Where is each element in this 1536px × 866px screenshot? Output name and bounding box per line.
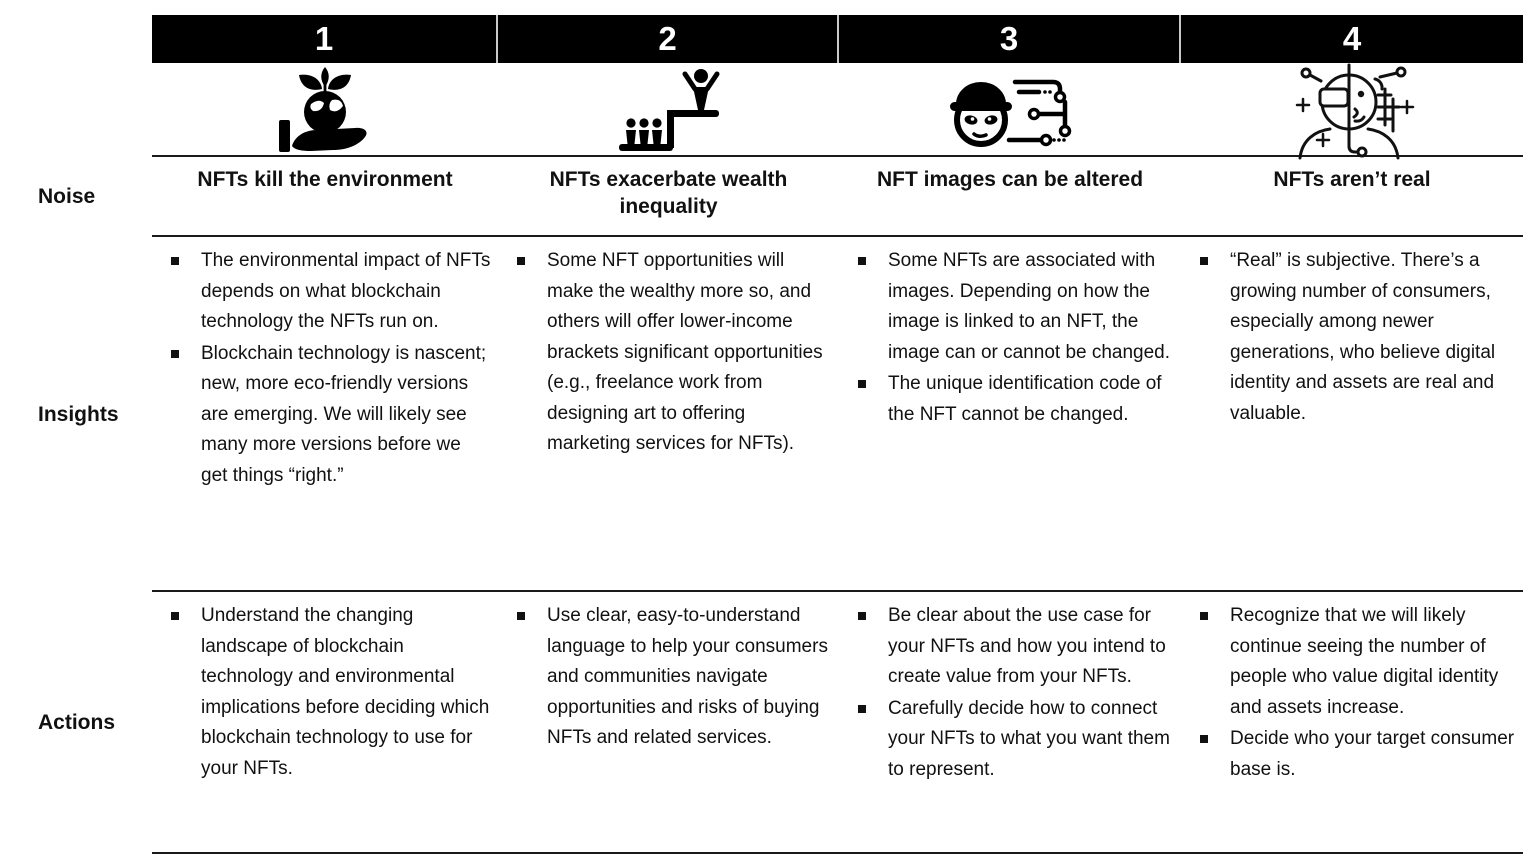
bullet-item: Some NFT opportunities will make the wea… bbox=[514, 246, 833, 460]
insights-list: Some NFTs are associated with images. De… bbox=[839, 237, 1181, 430]
row-label-actions: Actions bbox=[38, 711, 116, 734]
insights-cell-2: Some NFT opportunities will make the wea… bbox=[498, 237, 839, 592]
insights-cell-1: The environmental impact of NFTs depends… bbox=[152, 237, 498, 592]
insights-list: “Real” is subjective. There’s a growing … bbox=[1181, 237, 1523, 429]
column-number-header-2: 2 bbox=[498, 15, 839, 63]
actions-list: Be clear about the use case for your NFT… bbox=[839, 592, 1181, 785]
bullet-item: The environmental impact of NFTs depends… bbox=[168, 246, 492, 338]
column-icon-cell-2 bbox=[498, 63, 839, 157]
bullet-item: Carefully decide how to connect your NFT… bbox=[855, 694, 1175, 786]
corner-spacer bbox=[0, 63, 152, 157]
bullet-item: The unique identification code of the NF… bbox=[855, 369, 1175, 430]
bullet-item: Understand the changing landscape of blo… bbox=[168, 601, 492, 784]
actions-cell-4: Recognize that we will likely continue s… bbox=[1181, 592, 1523, 854]
noise-insights-actions-table: 1 2 3 4 bbox=[0, 15, 1536, 854]
insights-list: Some NFT opportunities will make the wea… bbox=[498, 237, 839, 460]
hacker-circuit-icon bbox=[943, 64, 1078, 156]
digital-identity-face-icon bbox=[1285, 60, 1420, 160]
hand-holding-earth-sprout-icon bbox=[275, 66, 375, 154]
noise-claim-title-4: NFTs aren’t real bbox=[1181, 157, 1523, 237]
people-inequality-step-icon bbox=[613, 64, 725, 156]
corner-spacer bbox=[0, 15, 152, 63]
column-icon-cell-3 bbox=[839, 63, 1181, 157]
actions-list: Understand the changing landscape of blo… bbox=[152, 592, 498, 784]
bullet-item: Use clear, easy-to-understand language t… bbox=[514, 601, 833, 754]
bullet-item: Be clear about the use case for your NFT… bbox=[855, 601, 1175, 693]
column-number-header-4: 4 bbox=[1181, 15, 1523, 63]
column-icon-cell-4 bbox=[1181, 60, 1523, 160]
actions-list: Use clear, easy-to-understand language t… bbox=[498, 592, 839, 754]
bullet-item: “Real” is subjective. There’s a growing … bbox=[1197, 246, 1517, 429]
insights-cell-3: Some NFTs are associated with images. De… bbox=[839, 237, 1181, 592]
bullet-item: Blockchain technology is nascent; new, m… bbox=[168, 339, 492, 492]
insights-list: The environmental impact of NFTs depends… bbox=[152, 237, 498, 491]
actions-cell-3: Be clear about the use case for your NFT… bbox=[839, 592, 1181, 854]
noise-claim-title-1: NFTs kill the environment bbox=[152, 157, 498, 237]
noise-claim-title-2: NFTs exacerbate wealth inequality bbox=[498, 157, 839, 237]
bullet-item: Recognize that we will likely continue s… bbox=[1197, 601, 1517, 723]
row-label-noise: Noise bbox=[38, 185, 96, 208]
actions-list: Recognize that we will likely continue s… bbox=[1181, 592, 1523, 785]
column-icon-cell-1 bbox=[152, 63, 498, 157]
bullet-item: Decide who your target consumer base is. bbox=[1197, 724, 1517, 785]
row-label-insights: Insights bbox=[38, 402, 119, 426]
actions-cell-1: Understand the changing landscape of blo… bbox=[152, 592, 498, 854]
column-number-header-3: 3 bbox=[839, 15, 1181, 63]
noise-claim-title-3: NFT images can be altered bbox=[839, 157, 1181, 237]
insights-cell-4: “Real” is subjective. There’s a growing … bbox=[1181, 237, 1523, 592]
column-number-header-1: 1 bbox=[152, 15, 498, 63]
bullet-item: Some NFTs are associated with images. De… bbox=[855, 246, 1175, 368]
actions-cell-2: Use clear, easy-to-understand language t… bbox=[498, 592, 839, 854]
